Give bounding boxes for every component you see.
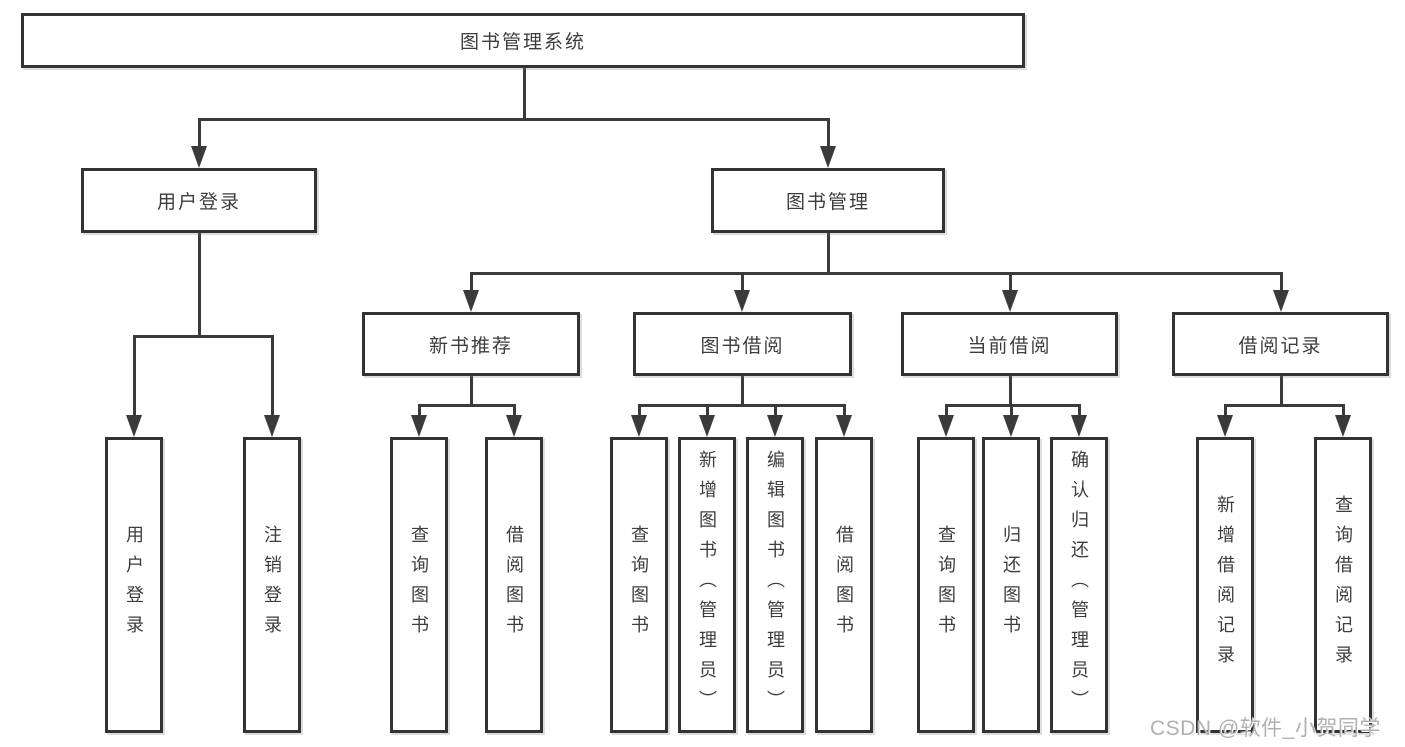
leaf-user-login: 用户登录 — [105, 437, 163, 733]
connector-line-v — [826, 118, 830, 150]
watermark-text: CSDN @软件_小贺同学 — [1150, 717, 1381, 740]
leaf-logout: 注销登录 — [243, 437, 301, 733]
connector-line-v — [773, 404, 777, 419]
connector-line-v — [1341, 404, 1345, 419]
connector-line-v — [1077, 404, 1081, 419]
leaf-add-borrow-record: 新增借阅记录 — [1196, 437, 1254, 733]
connector-line-h — [1223, 404, 1345, 407]
connector-line-v — [512, 404, 516, 419]
connector-line-v — [197, 118, 201, 150]
leaf-query-books-current: 查询图书 — [917, 437, 975, 733]
arrow-down-icon — [938, 415, 954, 437]
connector-line-v — [1279, 376, 1283, 406]
arrow-down-icon — [820, 146, 836, 168]
arrow-down-icon — [699, 415, 715, 437]
connector-line-v — [270, 335, 274, 417]
connector-line-v — [740, 376, 744, 406]
arrow-down-icon — [1335, 415, 1351, 437]
connector-line-v — [826, 233, 830, 274]
connector-line-h — [637, 404, 846, 407]
connector-line-h — [197, 118, 830, 121]
arrow-down-icon — [767, 415, 783, 437]
connector-line-v — [944, 404, 948, 419]
arrow-down-icon — [1273, 290, 1289, 312]
node-borrowing-records: 借阅记录 — [1172, 312, 1389, 376]
connector-line-v — [1223, 404, 1227, 419]
leaf-add-book-admin: 新增图书（管理员） — [678, 437, 736, 733]
leaf-return-books: 归还图书 — [982, 437, 1040, 733]
arrow-down-icon — [126, 415, 142, 437]
node-book-borrowing: 图书借阅 — [633, 312, 852, 376]
leaf-borrow-books-borrowing: 借阅图书 — [815, 437, 873, 733]
connector-line-v — [740, 272, 744, 292]
node-root-system: 图书管理系统 — [21, 13, 1025, 68]
connector-line-h — [132, 335, 274, 338]
leaf-query-books-recommend: 查询图书 — [390, 437, 448, 733]
arrow-down-icon — [411, 415, 427, 437]
connector-line-v — [1279, 272, 1283, 292]
connector-line-v — [705, 404, 709, 419]
leaf-borrow-books-recommend: 借阅图书 — [485, 437, 543, 733]
leaf-edit-book-admin: 编辑图书（管理员） — [746, 437, 804, 733]
arrow-down-icon — [836, 415, 852, 437]
connector-line-v — [417, 404, 421, 419]
arrow-down-icon — [1217, 415, 1233, 437]
connector-line-v — [469, 272, 473, 292]
connector-line-h — [417, 404, 516, 407]
leaf-confirm-return-admin: 确认归还（管理员） — [1050, 437, 1108, 733]
connector-line-v — [842, 404, 846, 419]
arrow-down-icon — [1071, 415, 1087, 437]
connector-line-v — [637, 404, 641, 419]
node-user-login: 用户登录 — [81, 168, 317, 233]
arrow-down-icon — [191, 146, 207, 168]
arrow-down-icon — [631, 415, 647, 437]
arrow-down-icon — [734, 290, 750, 312]
connector-line-v — [469, 376, 473, 406]
connector-line-v — [132, 335, 136, 417]
arrow-down-icon — [1003, 415, 1019, 437]
connector-line-v — [522, 68, 526, 118]
node-current-borrowing: 当前借阅 — [901, 312, 1118, 376]
node-book-management: 图书管理 — [711, 168, 945, 233]
arrow-down-icon — [1002, 290, 1018, 312]
connector-line-v — [197, 233, 201, 335]
connector-line-h — [944, 404, 1081, 407]
connector-line-v — [1008, 272, 1012, 292]
arrow-down-icon — [463, 290, 479, 312]
arrow-down-icon — [506, 415, 522, 437]
connector-line-h — [469, 272, 1283, 275]
connector-line-v — [1008, 376, 1012, 406]
arrow-down-icon — [264, 415, 280, 437]
leaf-query-books-borrowing: 查询图书 — [610, 437, 668, 733]
leaf-query-borrow-record: 查询借阅记录 — [1314, 437, 1372, 733]
node-new-book-recommendation: 新书推荐 — [362, 312, 580, 376]
connector-line-v — [1009, 404, 1013, 419]
